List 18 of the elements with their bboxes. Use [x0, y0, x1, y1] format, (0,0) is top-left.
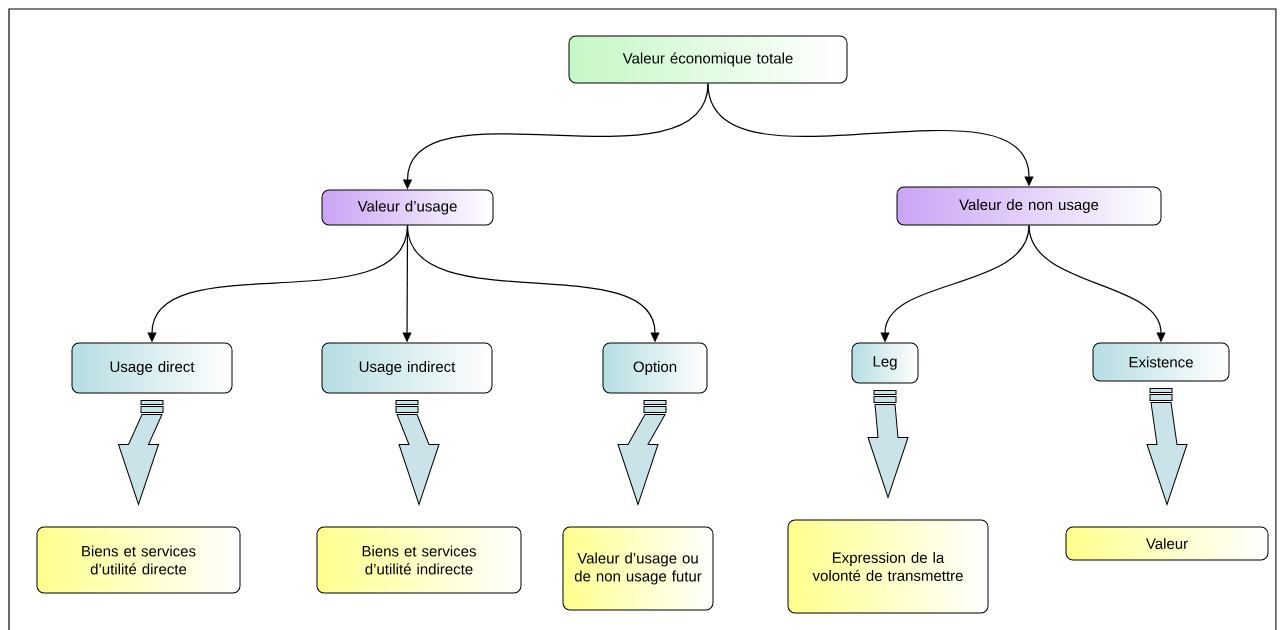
- description-box: Valeur: [1065, 526, 1269, 561]
- block-arrow: [867, 390, 909, 498]
- value-type-box: Usage indirect: [321, 342, 493, 394]
- value-type-box: Existence: [1092, 342, 1230, 382]
- description-box: Biens et services d’utilité indirecte: [316, 526, 522, 594]
- category-box: Valeur d’usage: [321, 189, 494, 226]
- description-box: Valeur d’usage ou de non usage futur: [562, 526, 714, 611]
- description-box: Expression de la volonté de transmettre: [787, 519, 989, 614]
- description-box: Biens et services d’utilité directe: [36, 526, 241, 594]
- block-arrow: [617, 400, 667, 505]
- block-arrow: [1146, 388, 1188, 505]
- category-box: Valeur de non usage: [896, 186, 1162, 226]
- root-box: Valeur économique totale: [568, 35, 848, 84]
- value-type-box: Option: [602, 342, 708, 394]
- block-arrow: [118, 400, 164, 505]
- block-arrow: [395, 400, 440, 505]
- value-type-box: Leg: [851, 342, 919, 384]
- value-type-box: Usage direct: [71, 342, 233, 394]
